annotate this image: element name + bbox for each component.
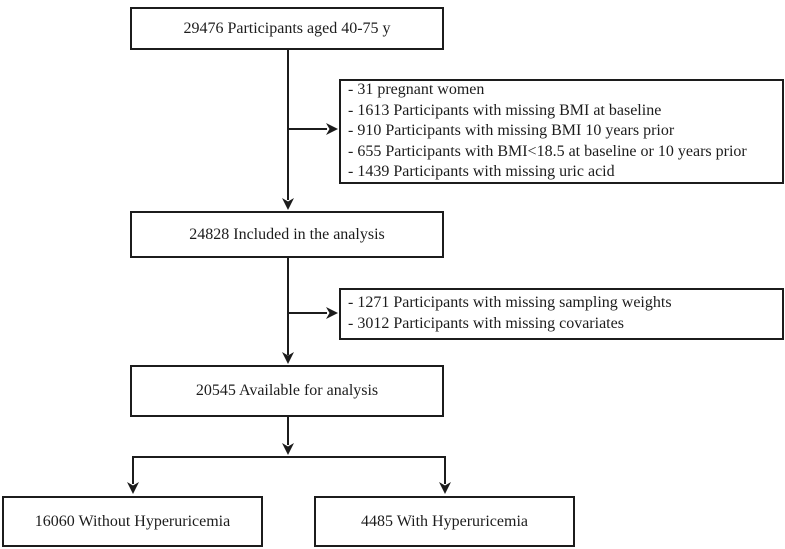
exclusion-item: - 910 Participants with missing BMI 10 y… [348,122,675,140]
exclusion-item: - 1613 Participants with missing BMI at … [348,101,662,119]
flow-box-with-hyperuricemia-label: 4485 With Hyperuricemia [360,512,528,530]
flow-box-included-label: 24828 Included in the analysis [189,225,385,243]
flow-box-enrolled: 29476 Participants aged 40-75 y [130,7,444,50]
exclusion-item: - 655 Participants with BMI<18.5 at base… [348,142,747,160]
flow-box-enrolled-label: 29476 Participants aged 40-75 y [183,19,391,37]
flow-box-exclusions-1: - 31 pregnant women - 1613 Participants … [339,79,784,184]
exclusion-item: - 31 pregnant women [348,81,485,99]
flow-box-exclusions-2: - 1271 Participants with missing samplin… [339,288,784,340]
exclusion-item: - 1439 Participants with missing uric ac… [348,163,615,181]
flow-box-with-hyperuricemia: 4485 With Hyperuricemia [314,496,575,547]
flow-box-available-label: 20545 Available for analysis [195,382,379,400]
flow-box-without-hyperuricemia-label: 16060 Without Hyperuricemia [34,512,231,530]
flow-box-without-hyperuricemia: 16060 Without Hyperuricemia [2,496,263,547]
flow-box-available: 20545 Available for analysis [130,365,444,417]
exclusion-item: - 3012 Participants with missing covaria… [348,315,624,332]
exclusion-item: - 1271 Participants with missing samplin… [348,294,672,312]
flow-box-included: 24828 Included in the analysis [130,211,444,258]
